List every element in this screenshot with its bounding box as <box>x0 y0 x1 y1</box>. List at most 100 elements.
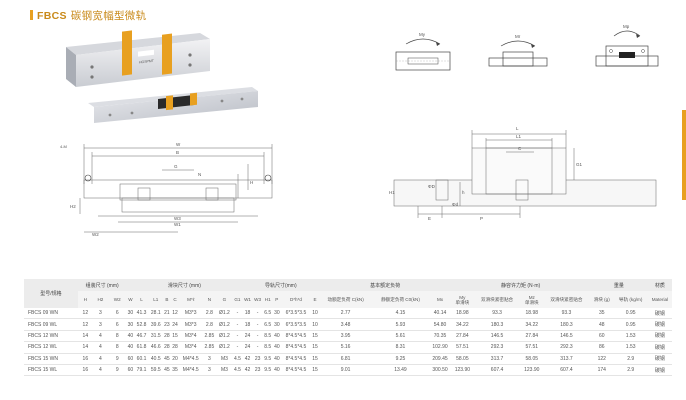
table-cell: 27.84 <box>520 330 543 343</box>
mz-single: 单滑块 <box>524 299 539 305</box>
table-cell: 60.1 <box>134 353 149 365</box>
table-cell: 16 <box>78 353 93 365</box>
table-cell: 14 <box>78 341 93 354</box>
table-cell: 24 <box>242 341 253 354</box>
table-cell: 20 <box>171 353 180 365</box>
side-view-drawing: L L1 C ΦD Φd h H1 E P G1 <box>389 126 657 221</box>
table-cell: 8*4.5*4.5 <box>280 341 311 354</box>
table-cell: 34.22 <box>451 318 474 331</box>
table-cell: 28 <box>171 341 180 354</box>
table-cell: 8*4.5*4.5 <box>280 353 311 365</box>
table-cell: 4.5 <box>232 353 243 365</box>
table-cell: 碳钢 <box>647 308 672 320</box>
col-w2: W2 <box>108 291 127 308</box>
table-cell: 39.6 <box>148 318 163 331</box>
table-cell: 3 <box>92 308 109 320</box>
table-cell: 41.3 <box>134 308 149 320</box>
table-cell: 碳钢 <box>647 330 672 343</box>
table-cell: 9.25 <box>372 353 429 365</box>
table-cell: Ø1.2 <box>216 318 233 331</box>
table-cell: 28 <box>162 341 171 354</box>
table-cell: - <box>232 330 243 343</box>
table-cell: 8 <box>108 341 127 354</box>
table-cell: 12 <box>171 308 180 320</box>
table-cell: 40.5 <box>148 353 163 365</box>
table-cell: 10 <box>310 318 320 331</box>
label-h: H <box>250 180 253 185</box>
table-cell: 292.3 <box>473 341 521 354</box>
table-cell: 18 <box>242 308 253 320</box>
table-cell: 123.90 <box>451 364 474 377</box>
table-cell: 6 <box>108 318 127 331</box>
table-cell: 180.3 <box>542 318 590 331</box>
table-cell: 40 <box>272 341 281 354</box>
table-cell: 58.05 <box>520 353 543 365</box>
label-g: G <box>174 164 178 169</box>
table-cell: - <box>252 308 263 320</box>
col-h1: H1 <box>262 291 273 308</box>
table-cell: 8 <box>108 330 127 343</box>
table-cell: 9 <box>108 364 127 377</box>
table-cell: 300.50 <box>428 364 452 377</box>
model-cell: FBCS 12 WN <box>24 330 78 343</box>
table-cell: 102.90 <box>428 341 452 354</box>
table-cell: 6.5 <box>262 308 273 320</box>
table-cell: - <box>232 308 243 320</box>
col-dhd: D*h*d <box>280 291 311 308</box>
col-my2: 双滑块紧密贴合 <box>473 291 521 308</box>
table-cell: 40 <box>272 364 281 377</box>
table-cell: 1.53 <box>613 341 648 354</box>
moment-mr-diagram: Mr <box>488 34 548 67</box>
label-b: B <box>176 150 179 155</box>
table-cell: 40 <box>272 353 281 365</box>
table-cell: M3*4 <box>179 341 203 354</box>
title-name: 碳钢宽幅型微轨 <box>70 10 147 22</box>
table-cell: Ø1.2 <box>216 341 233 354</box>
group-rail: 导轨尺寸(mm) <box>242 279 320 291</box>
my-head: My <box>459 294 466 300</box>
label-4m: 4-M <box>60 144 67 149</box>
spec-table: 型号/规格 组装尺寸 (mm) 滑块尺寸 (mm) 导轨尺寸(mm) 基本额定负… <box>24 279 672 377</box>
table-cell: 180.3 <box>473 318 521 331</box>
table-cell: 15 <box>171 330 180 343</box>
table-cell: 46.6 <box>148 341 163 354</box>
col-c: C <box>171 291 180 308</box>
col-w: W <box>126 291 135 308</box>
table-cell: 60 <box>126 364 135 377</box>
model-cell: FBCS 15 WN <box>24 353 78 365</box>
table-cell: 18.98 <box>520 308 543 320</box>
model-cell: FBCS 15 WL <box>24 364 78 377</box>
model-cell: FBCS 12 WL <box>24 341 78 354</box>
col-mx: Mx <box>428 291 452 308</box>
table-cell: 4 <box>92 353 109 365</box>
table-cell: Ø1.2 <box>216 330 233 343</box>
table-cell: - <box>252 318 263 331</box>
mz-head: Mz <box>528 294 535 300</box>
group-assembly: 组装尺寸 (mm) <box>78 279 127 291</box>
table-cell: 18.98 <box>451 308 474 320</box>
table-cell: 4 <box>92 330 109 343</box>
table-cell: 24 <box>171 318 180 331</box>
table-cell: 57.51 <box>451 341 474 354</box>
table-cell: M3*3 <box>179 318 203 331</box>
table-cell: 碳钢 <box>647 318 672 331</box>
label-w: W <box>176 142 181 147</box>
table-cell: 2.9 <box>613 353 648 365</box>
col-m: M*ℓ <box>179 291 203 308</box>
col-wb: 滑块 (g) <box>589 291 614 308</box>
table-cell: 6*3.5*3.5 <box>280 318 311 331</box>
label-d: ΦD <box>428 184 436 189</box>
col-g1: G1 <box>232 291 243 308</box>
table-cell: 313.7 <box>473 353 521 365</box>
table-cell: - <box>252 341 263 354</box>
label-d2: Φd <box>452 202 459 207</box>
col-w3: W3 <box>252 291 263 308</box>
col-p: P <box>272 291 281 308</box>
label-c: C <box>518 146 522 151</box>
table-cell: 52.8 <box>134 318 149 331</box>
table-cell: 607.4 <box>542 364 590 377</box>
col-h2: H2 <box>92 291 109 308</box>
table-cell: 40 <box>126 330 135 343</box>
table-cell: 9.5 <box>262 353 273 365</box>
